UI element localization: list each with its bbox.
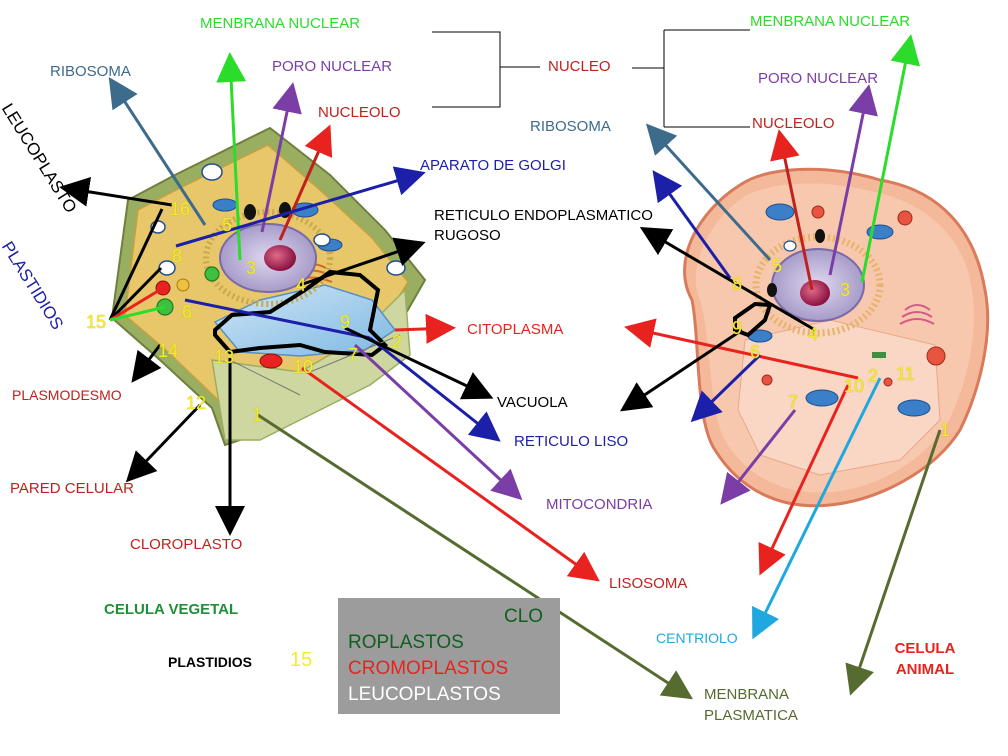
plastid-box-line4: LEUCOPLASTOS — [348, 684, 501, 705]
plant-number: 8 — [172, 246, 183, 266]
plastid-box-line3: CROMOPLASTOS — [348, 658, 509, 679]
animal-arrows — [620, 34, 942, 696]
plastid-types-box: CLO ROPLASTOS CROMOPLASTOS LEUCOPLASTOS — [338, 598, 560, 714]
label-plastidios-caption-number: 15 — [290, 649, 313, 671]
plant-number: 16 — [170, 199, 191, 219]
label-citoplasma: CITOPLASMA — [467, 321, 564, 338]
label-mitocondria: MITOCONDRIA — [546, 496, 653, 513]
label-vacuola: VACUOLA — [497, 394, 568, 411]
plant-number: 10 — [293, 357, 314, 377]
label-celula-animal: CELULA ANIMAL — [894, 640, 956, 678]
plastid-box-line1: CLO — [504, 606, 544, 627]
label-plasmodesmo: PLASMODESMO — [12, 387, 122, 403]
label-nucleolo-right: NUCLEOLO — [752, 115, 835, 132]
label-lisosoma: LISOSOMA — [609, 575, 688, 592]
label-reticulo-rugoso: RETICULO ENDOPLASMATICO RUGOSO — [434, 207, 653, 244]
plant-number: 9 — [340, 312, 351, 332]
plant-number: 15 — [86, 312, 107, 332]
animal-number: 4 — [808, 324, 819, 344]
label-ribosoma-left: RIBOSOMA — [50, 63, 131, 80]
plant-number: 13 — [214, 347, 235, 367]
label-aparato-golgi: APARATO DE GOLGI — [420, 157, 566, 174]
animal-number: 6 — [750, 342, 761, 362]
animal-number: 3 — [840, 280, 851, 300]
label-plastidios-caption: PLASTIDIOS — [168, 654, 253, 670]
label-centriolo: CENTRIOLO — [656, 630, 738, 646]
animal-cell — [683, 167, 990, 508]
animal-number: 10 — [844, 376, 865, 396]
label-nucleo: NUCLEO — [548, 58, 611, 75]
animal-number: 9 — [732, 318, 743, 338]
plant-cell — [110, 126, 427, 447]
animal-number: 7 — [788, 392, 799, 412]
label-menbrana-nuclear-right: MENBRANA NUCLEAR — [750, 13, 911, 30]
label-ribosoma-right: RIBOSOMA — [530, 118, 611, 135]
plant-number: 14 — [158, 341, 179, 361]
animal-number: 1 — [940, 420, 951, 440]
plant-number: 2 — [392, 332, 403, 352]
plant-number: 6 — [182, 302, 193, 322]
plant-number: 1 — [252, 405, 263, 425]
animal-number: 5 — [772, 256, 783, 276]
animal-nucleolus — [800, 280, 830, 306]
label-menbrana-nuclear-left: MENBRANA NUCLEAR — [200, 15, 361, 32]
plant-arrows — [59, 52, 694, 700]
bracket-lines — [432, 29, 750, 128]
plant-number: 12 — [186, 393, 207, 413]
label-celula-vegetal: CELULA VEGETAL — [104, 601, 239, 618]
plant-number: 5 — [222, 215, 233, 235]
animal-number: 2 — [868, 366, 879, 386]
label-poro-nuclear-left: PORO NUCLEAR — [272, 58, 393, 75]
animal-number: 8 — [732, 274, 743, 294]
plant-number: 7 — [348, 345, 359, 365]
plant-number: 4 — [296, 275, 307, 295]
label-pared-celular: PARED CELULAR — [10, 480, 134, 497]
animal-number: 11 — [896, 364, 915, 384]
label-poro-nuclear-right: PORO NUCLEAR — [758, 70, 879, 87]
plastid-box-line2: ROPLASTOS — [348, 632, 464, 653]
plant-number: 3 — [246, 258, 257, 278]
label-cloroplasto: CLOROPLASTO — [130, 536, 243, 553]
plant-nucleolus — [264, 245, 296, 271]
label-reticulo-liso: RETICULO LISO — [514, 433, 629, 450]
label-nucleolo-left: NUCLEOLO — [318, 104, 401, 121]
label-membrana-plasmatica: MENBRANA PLASMATICA — [704, 686, 798, 724]
